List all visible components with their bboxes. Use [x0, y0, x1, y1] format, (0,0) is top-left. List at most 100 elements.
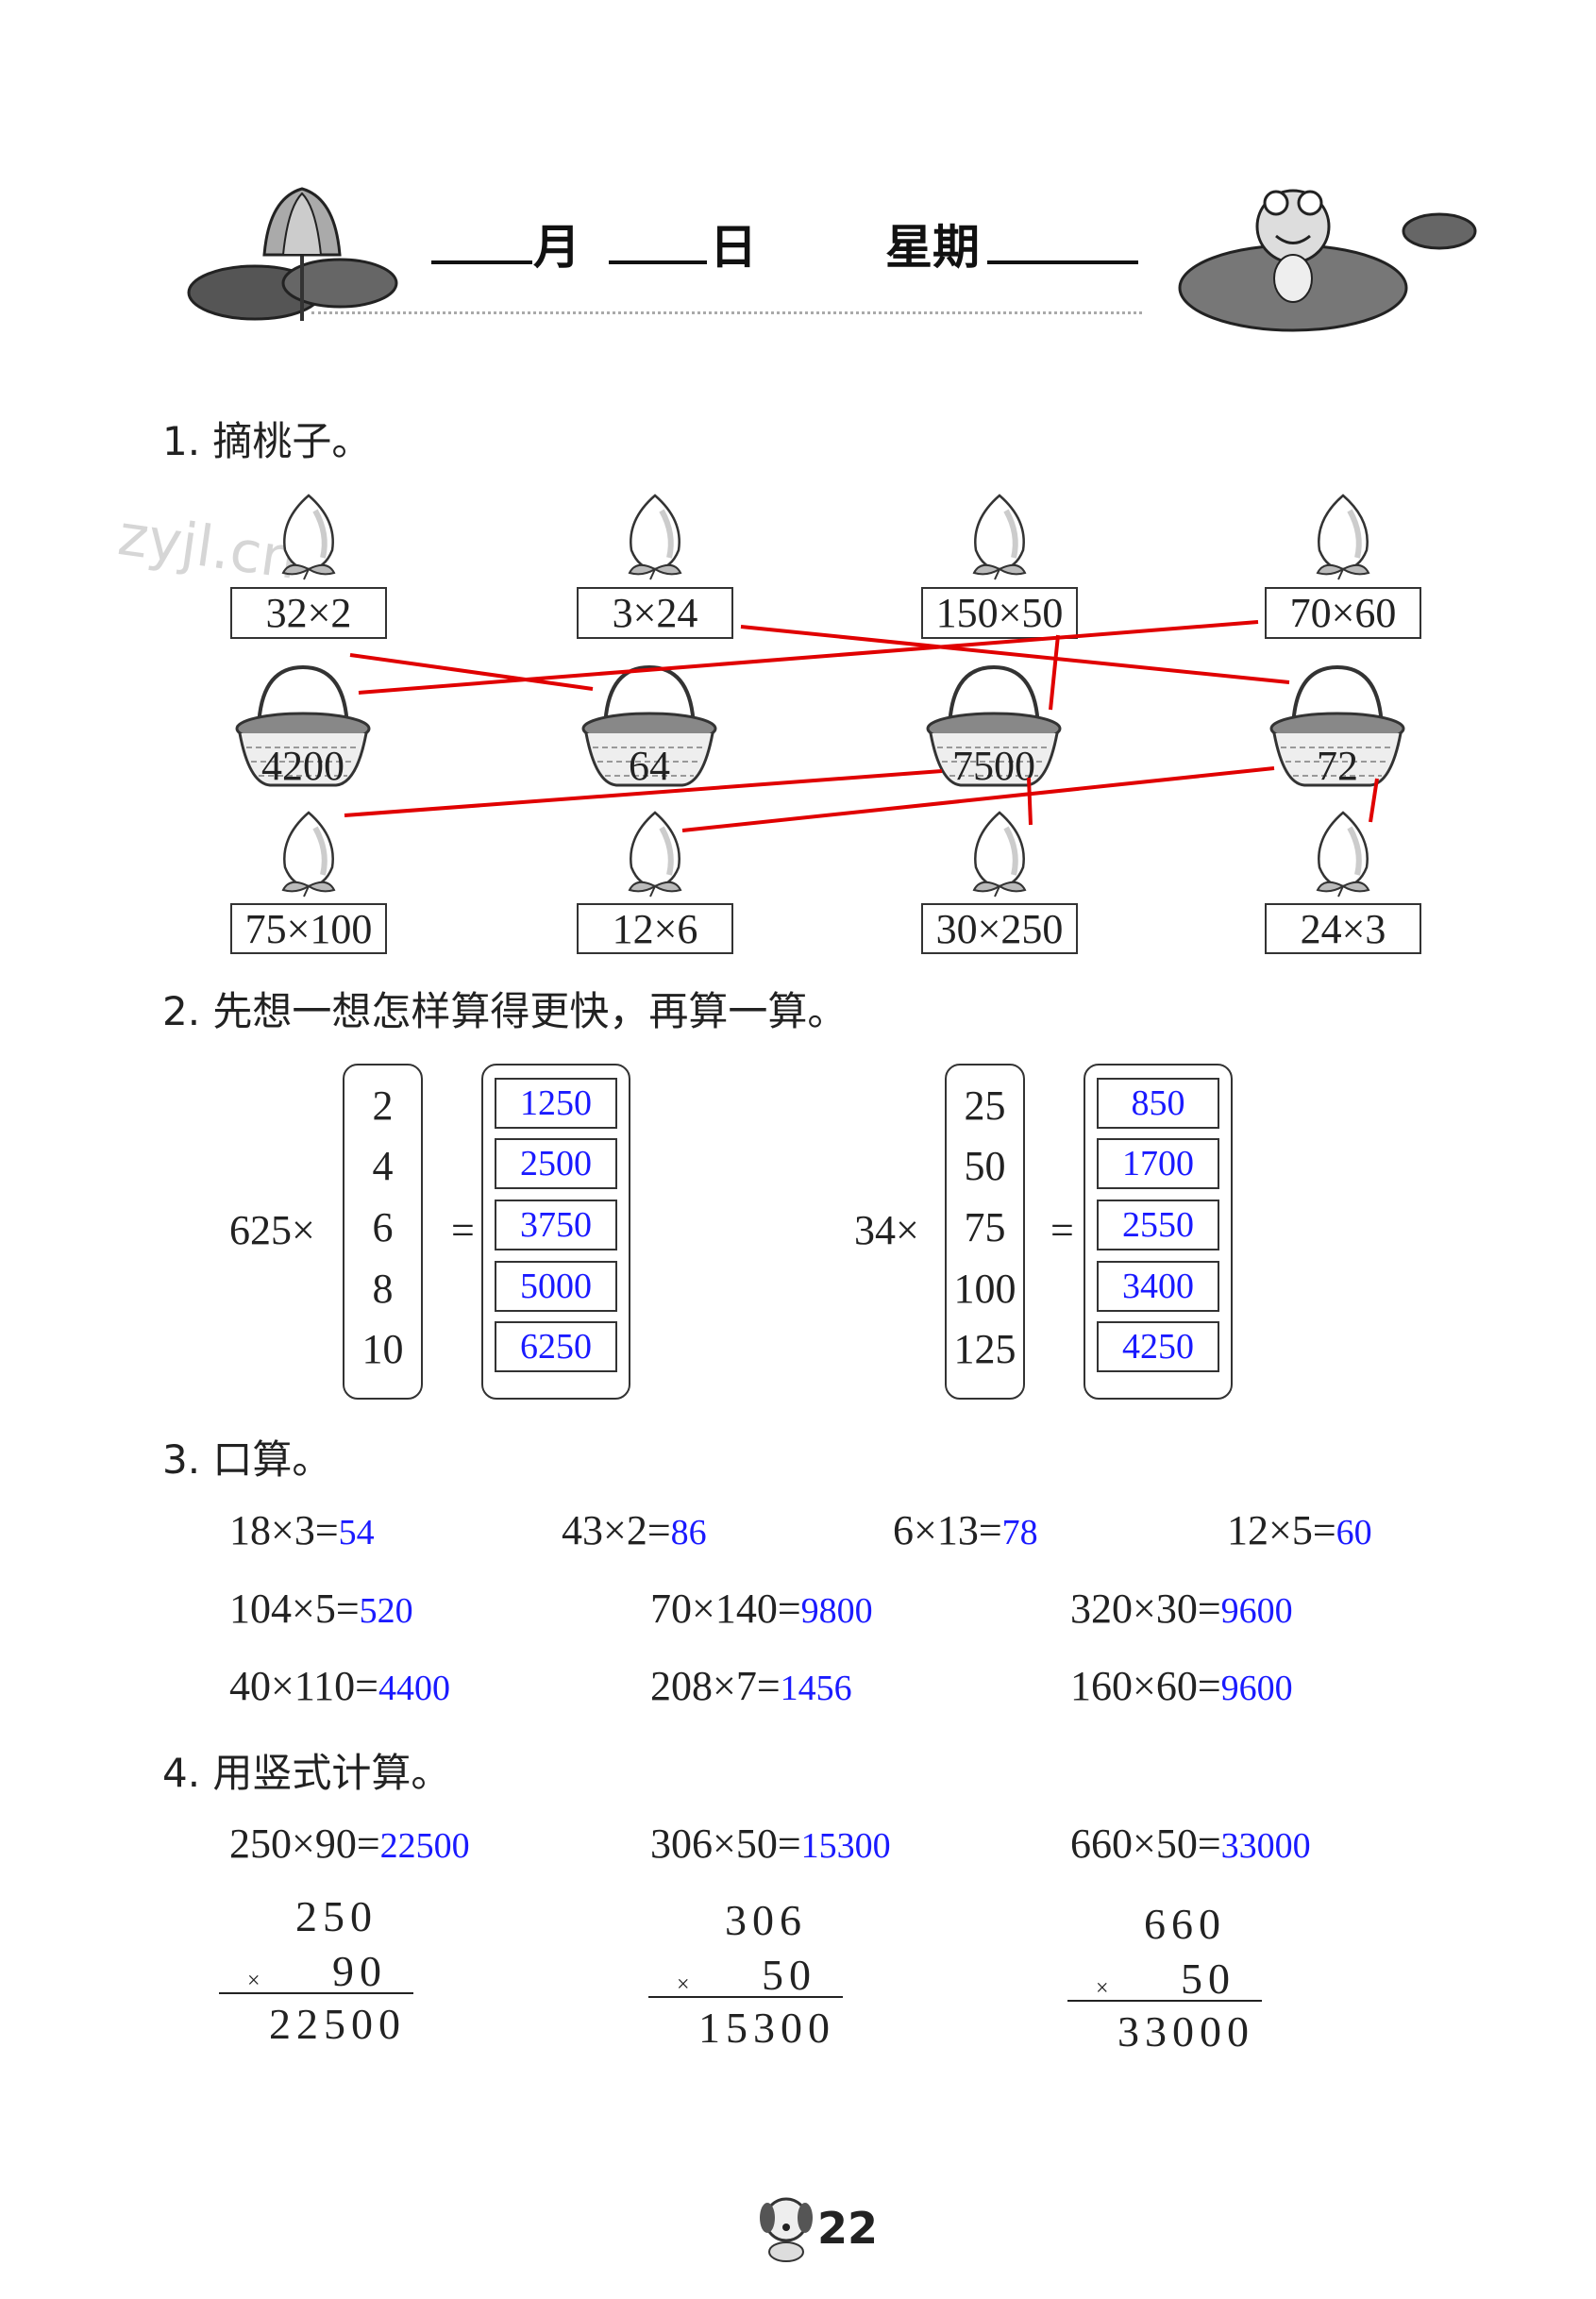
bottom-peach-expression[interactable]: 24×3 [1265, 903, 1421, 954]
top-peach-expression[interactable]: 150×50 [921, 587, 1078, 639]
answer-field[interactable]: 6250 [495, 1321, 617, 1372]
puppy-icon [760, 2197, 813, 2262]
answer[interactable]: 60 [1336, 1513, 1372, 1552]
expression: 160×60= [1070, 1663, 1221, 1709]
answer[interactable]: 86 [670, 1513, 707, 1552]
weekday-blank[interactable] [987, 260, 1138, 264]
vertical-top-number: 660 [1144, 1900, 1226, 1948]
factor: 125 [953, 1326, 1016, 1372]
matching-line [1027, 777, 1033, 826]
basket-value[interactable]: 7500 [952, 743, 1035, 789]
factor: 75 [964, 1204, 1006, 1250]
question-4-title: 4. 用竖式计算。 [162, 1750, 451, 1796]
answer-field[interactable]: 850 [1097, 1078, 1219, 1129]
times-sign: × [677, 1972, 690, 1997]
answer[interactable]: 78 [1001, 1513, 1038, 1552]
expression: 208×7= [650, 1663, 781, 1709]
expression: 70×140= [650, 1586, 801, 1632]
answer[interactable]: 520 [359, 1591, 413, 1631]
vertical-result[interactable]: 33000 [1117, 2007, 1254, 2056]
answer[interactable]: 9600 [1220, 1669, 1293, 1708]
vertical-top-number: 306 [725, 1896, 807, 1944]
question-3-title: 3. 口算。 [162, 1436, 332, 1483]
answer[interactable]: 9600 [1220, 1591, 1293, 1631]
factor: 2 [372, 1082, 394, 1129]
day-label: 日 [710, 220, 757, 275]
peach-icon [1316, 494, 1370, 580]
answer[interactable]: 1456 [780, 1669, 852, 1708]
answer-field[interactable]: 4250 [1097, 1321, 1219, 1372]
bottom-peach-expression[interactable]: 75×100 [230, 903, 387, 954]
day-blank[interactable] [609, 260, 707, 264]
weekday-label: 星期 [885, 220, 980, 275]
answers-box [481, 1064, 630, 1400]
question-2-title: 2. 先想一想怎样算得更快，再算一算。 [162, 988, 848, 1034]
multiplicand: 34× [854, 1207, 919, 1253]
vertical-calc-equation: 250×90=22500 [229, 1823, 470, 1865]
answer-field[interactable]: 3750 [495, 1200, 617, 1250]
factor: 50 [964, 1143, 1006, 1189]
answers-box [1084, 1064, 1233, 1400]
multiplicand: 625× [229, 1207, 315, 1253]
answer-field[interactable]: 1250 [495, 1078, 617, 1129]
answer[interactable]: 33000 [1220, 1826, 1311, 1866]
top-peach-expression[interactable]: 32×2 [230, 587, 387, 639]
matching-line [358, 620, 1259, 695]
basket-value[interactable]: 4200 [261, 743, 344, 789]
peach-icon [972, 811, 1027, 898]
top-peach-expression[interactable]: 70×60 [1265, 587, 1421, 639]
answer[interactable]: 54 [338, 1513, 375, 1552]
expression: 306×50= [650, 1821, 801, 1867]
mental-math-item: 6×13=78 [893, 1510, 1038, 1552]
top-peach-expression[interactable]: 3×24 [577, 587, 733, 639]
question-1-title: 1. 摘桃子。 [162, 418, 372, 464]
expression: 104×5= [229, 1586, 360, 1632]
mental-math-item: 40×110=4400 [229, 1666, 450, 1707]
bottom-peach-expression[interactable]: 12×6 [577, 903, 733, 954]
vertical-result[interactable]: 22500 [269, 2000, 406, 2048]
expression: 250×90= [229, 1821, 380, 1867]
basket-value[interactable]: 64 [629, 743, 670, 789]
equals-sign: = [451, 1207, 475, 1253]
vertical-result[interactable]: 15300 [698, 2004, 835, 2052]
expression: 43×2= [562, 1507, 671, 1553]
answer[interactable]: 9800 [800, 1591, 873, 1631]
matching-line [681, 766, 1275, 832]
factors-box [945, 1064, 1025, 1400]
vertical-line [219, 1992, 413, 1994]
peach-icon [281, 494, 336, 580]
times-sign: × [1096, 1976, 1109, 2001]
peach-icon [1316, 811, 1370, 898]
answer-field[interactable]: 2500 [495, 1138, 617, 1189]
bottom-peach-expression[interactable]: 30×250 [921, 903, 1078, 954]
basket-icon [235, 664, 371, 787]
answer[interactable]: 15300 [800, 1826, 891, 1866]
mental-math-item: 320×30=9600 [1070, 1588, 1293, 1630]
answer-field[interactable]: 1700 [1097, 1138, 1219, 1189]
answer-field[interactable]: 3400 [1097, 1261, 1219, 1312]
mental-math-item: 43×2=86 [562, 1510, 707, 1552]
vertical-bottom-number: 50 [762, 1951, 816, 1999]
month-blank[interactable] [431, 260, 532, 264]
equals-sign: = [1050, 1207, 1074, 1253]
vertical-bottom-number: 50 [1181, 1955, 1235, 2003]
peach-icon [628, 811, 682, 898]
expression: 660×50= [1070, 1821, 1221, 1867]
basket-value[interactable]: 72 [1317, 743, 1358, 789]
answer-field[interactable]: 5000 [495, 1261, 617, 1312]
factor: 4 [372, 1143, 394, 1189]
matching-line [349, 653, 594, 691]
answer[interactable]: 22500 [379, 1826, 470, 1866]
expression: 12×5= [1227, 1507, 1336, 1553]
mental-math-item: 70×140=9800 [650, 1588, 873, 1630]
peach-icon [628, 494, 682, 580]
factors-box [343, 1064, 423, 1400]
header-divider [311, 311, 1142, 314]
matching-line [344, 769, 943, 817]
answer-field[interactable]: 2550 [1097, 1200, 1219, 1250]
vertical-calc-equation: 306×50=15300 [650, 1823, 891, 1865]
answer[interactable]: 4400 [378, 1669, 450, 1708]
expression: 6×13= [893, 1507, 1002, 1553]
mental-math-item: 104×5=520 [229, 1588, 413, 1630]
